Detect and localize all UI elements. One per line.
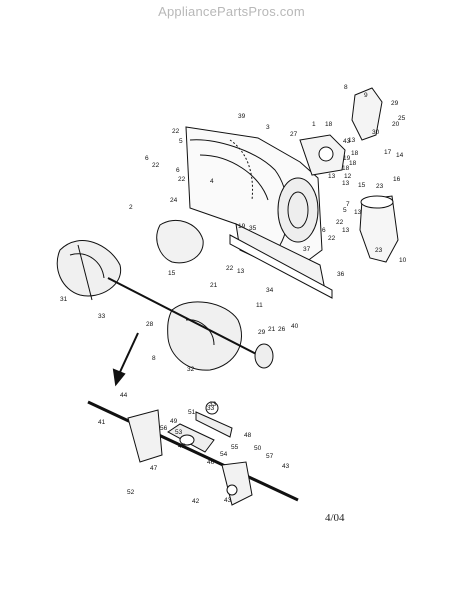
part-callout-3: 3: [266, 124, 270, 131]
part-callout-30: 30: [372, 129, 380, 136]
right-auger: [167, 301, 242, 371]
watermark: AppliancePartsPros.com: [158, 4, 305, 19]
part-callout-37: 37: [303, 246, 311, 253]
part-callout-50: 50: [254, 445, 262, 452]
part-callout-33: 33: [209, 401, 217, 408]
part-callout-54: 54: [220, 451, 228, 458]
part-callout-6: 6: [145, 155, 149, 162]
part-callout-15: 15: [168, 270, 176, 277]
part-callout-22: 22: [226, 265, 234, 272]
part-callout-45: 45: [178, 443, 186, 450]
part-callout-25: 25: [398, 115, 406, 122]
part-callout-8: 8: [344, 84, 348, 91]
part-callout-2: 2: [129, 204, 133, 211]
part-callout-35: 35: [249, 225, 257, 232]
part-callout-7: 7: [346, 201, 350, 208]
center-paddle: [156, 220, 204, 264]
part-callout-18: 18: [349, 160, 357, 167]
part-callout-32: 32: [187, 366, 195, 373]
part-callout-13: 13: [354, 209, 362, 216]
part-callout-13: 13: [342, 180, 350, 187]
part-callout-53: 53: [175, 429, 183, 436]
discharge-chute: [359, 195, 399, 263]
part-callout-33: 33: [98, 313, 106, 320]
part-callout-27: 27: [290, 131, 298, 138]
part-callout-39: 39: [238, 113, 246, 120]
part-callout-43: 43: [282, 463, 290, 470]
part-callout-15: 15: [358, 182, 366, 189]
part-callout-13: 13: [237, 268, 245, 275]
part-callout-6: 6: [176, 167, 180, 174]
part-callout-49: 49: [170, 418, 178, 425]
part-callout-56: 56: [160, 425, 168, 432]
part-callout-36: 36: [337, 271, 345, 278]
part-callout-6: 6: [322, 227, 326, 234]
part-callout-10: 10: [399, 257, 407, 264]
part-callout-46: 46: [207, 459, 215, 466]
part-callout-16: 16: [393, 176, 401, 183]
part-callout-1: 1: [312, 121, 316, 128]
left-auger: [56, 240, 122, 301]
part-callout-8: 8: [152, 355, 156, 362]
gear-box: [299, 87, 383, 176]
part-callout-22: 22: [172, 128, 180, 135]
part-callout-13: 13: [348, 137, 356, 144]
part-callout-18: 18: [351, 150, 359, 157]
part-callout-4: 4: [210, 178, 214, 185]
part-callout-5: 5: [179, 138, 183, 145]
part-callout-34: 34: [266, 287, 274, 294]
end-bearing: [254, 343, 274, 369]
inset-arrow: [112, 332, 139, 387]
part-callout-44: 44: [120, 392, 128, 399]
part-callout-12: 12: [344, 173, 352, 180]
part-callout-9: 9: [364, 92, 368, 99]
part-callout-21: 21: [210, 282, 218, 289]
part-callout-28: 28: [146, 321, 154, 328]
inset-shaft-assembly: [87, 400, 299, 506]
part-callout-19: 19: [343, 155, 351, 162]
part-callout-29: 29: [258, 329, 266, 336]
inset-callout-circle: [205, 401, 219, 415]
part-callout-11: 11: [256, 302, 263, 309]
part-callout-22: 22: [152, 162, 160, 169]
part-callout-20: 20: [392, 121, 400, 128]
part-callout-22: 22: [336, 219, 344, 226]
part-callout-23: 23: [376, 183, 384, 190]
part-callout-52: 52: [127, 489, 135, 496]
date-code: 4/04: [325, 512, 345, 524]
part-callout-42: 42: [192, 498, 200, 505]
auger-shaft: [107, 277, 263, 358]
part-callout-43: 43: [224, 497, 232, 504]
part-callout-13: 13: [328, 173, 336, 180]
part-callout-13: 13: [342, 227, 350, 234]
part-callout-40: 40: [291, 323, 299, 330]
part-callout-5: 5: [343, 207, 347, 214]
part-callout-57: 57: [266, 453, 274, 460]
part-callout-55: 55: [231, 444, 239, 451]
part-callout-18: 18: [342, 165, 350, 172]
auger-housing: [185, 126, 333, 299]
part-callout-22: 22: [328, 235, 336, 242]
inset-callout-label: 33: [207, 405, 215, 412]
part-callout-21: 21: [268, 326, 276, 333]
part-callout-22: 22: [178, 176, 186, 183]
part-callout-29: 29: [391, 100, 399, 107]
part-callout-23: 23: [375, 247, 383, 254]
part-callout-19: 19: [238, 223, 246, 230]
part-callout-24: 24: [170, 197, 178, 204]
part-callout-51: 51: [188, 409, 196, 416]
part-callout-31: 31: [60, 296, 68, 303]
part-callout-18: 18: [325, 121, 333, 128]
part-callout-48: 48: [244, 432, 252, 439]
part-callout-17: 17: [384, 149, 392, 156]
part-callout-26: 26: [278, 326, 286, 333]
part-callout-47: 47: [150, 465, 158, 472]
part-callout-14: 14: [396, 152, 404, 159]
part-callout-41: 41: [98, 419, 106, 426]
part-callout-43: 43: [343, 138, 351, 145]
